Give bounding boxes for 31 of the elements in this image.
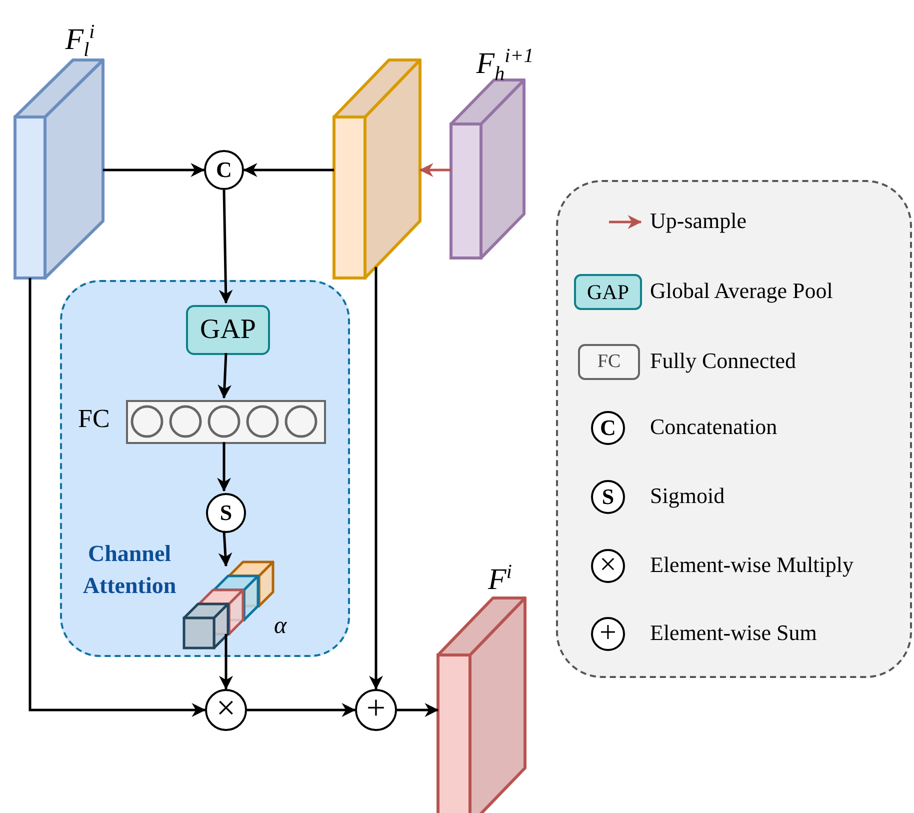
arrow xyxy=(218,352,232,399)
arrow xyxy=(369,267,383,690)
arrow xyxy=(28,278,206,717)
arrow xyxy=(247,703,356,717)
arrow xyxy=(217,442,231,492)
arrow xyxy=(103,163,205,177)
gap-sample-box: GAP xyxy=(574,274,642,310)
arrow xyxy=(397,703,439,717)
upsample-arrow xyxy=(419,163,451,177)
layer-label: FC xyxy=(78,406,110,432)
multiply-operator: × xyxy=(205,689,247,731)
arrow xyxy=(219,634,233,690)
arrow xyxy=(243,163,334,177)
channel-attention-panel xyxy=(60,280,350,657)
legend-text: Global Average Pool xyxy=(650,280,833,302)
gap-layer-box: GAP xyxy=(186,305,270,355)
weight-label: α xyxy=(274,614,287,638)
legend-text: Concatenation xyxy=(650,416,778,438)
module-title: Channel Attention xyxy=(82,540,178,600)
feature-label: F$^{i}$ xyxy=(486,562,513,595)
legend-text: Fully Connected xyxy=(650,350,796,372)
sum-operator: + xyxy=(355,689,397,731)
arrow xyxy=(218,190,233,304)
legend-text: Up-sample xyxy=(650,210,747,232)
legend-text: Sigmoid xyxy=(650,485,725,507)
legend-text: Element-wise Sum xyxy=(650,622,817,644)
sigmoid-operator: S xyxy=(206,493,246,533)
arrow xyxy=(218,530,232,567)
concat-operator: C xyxy=(204,150,244,190)
legend-text: Element-wise Multiply xyxy=(650,554,854,576)
fc-sample-box: FC xyxy=(578,344,640,380)
